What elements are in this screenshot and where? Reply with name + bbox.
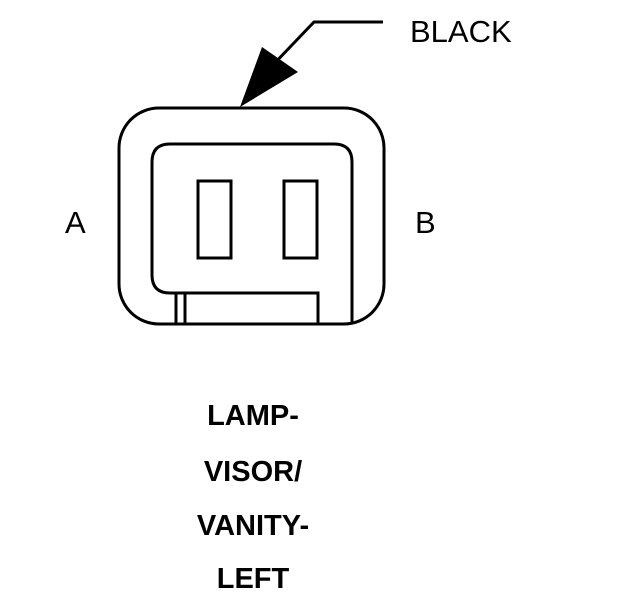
caption-line-2: VISOR/ — [204, 456, 302, 488]
caption-line-1: LAMP- — [207, 400, 299, 432]
terminal-label-a: A — [65, 205, 86, 240]
caption-line-4: LEFT — [217, 563, 290, 595]
callout-arrowhead — [240, 47, 298, 107]
terminal-cavity-b — [282, 179, 319, 260]
connector-lock-tab — [170, 291, 320, 324]
caption-line-3: VANITY- — [197, 510, 309, 542]
connector-color-label: BLACK — [410, 14, 512, 49]
terminal-label-b: B — [415, 205, 436, 240]
connector-housing — [117, 106, 386, 326]
callout-leader-line — [268, 20, 383, 70]
connector-cavity — [150, 142, 354, 324]
terminal-cavity-a — [196, 179, 233, 260]
